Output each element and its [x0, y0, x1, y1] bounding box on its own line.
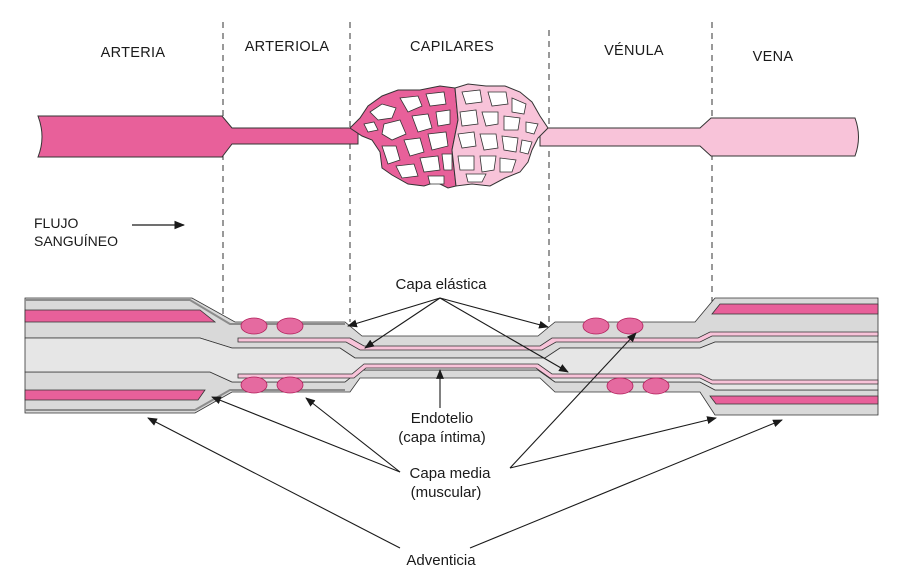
elastic-arrow-4 — [439, 297, 569, 373]
vein-media-lower — [709, 395, 879, 405]
vein-media-upper — [711, 303, 879, 315]
muscle-cell — [276, 317, 304, 335]
label-capa-media: Capa media — [409, 465, 491, 482]
muscle-cell — [582, 317, 610, 335]
muscle-cell — [606, 377, 634, 395]
artery-media-lower — [24, 389, 206, 401]
media-arrow-4 — [509, 416, 717, 469]
media-arrow-2 — [305, 397, 401, 473]
endothelium-lower — [237, 363, 879, 385]
adventitia-arrow-1 — [147, 417, 401, 549]
media-arrow-3 — [509, 332, 637, 469]
muscle-cell — [240, 376, 268, 394]
section-label-arteriola: ARTERIOLA — [244, 39, 330, 55]
section-label-arteria: ARTERIA — [100, 45, 166, 61]
section-label-venula: VÉNULA — [604, 43, 664, 59]
label-capa-elastica: Capa elástica — [395, 276, 487, 293]
elastic-arrow-1 — [347, 297, 441, 328]
elastic-arrow-2 — [364, 297, 441, 349]
top-vessel — [37, 115, 859, 158]
flow-label-line2: SANGUÍNEO — [34, 233, 119, 249]
capillary-holes-arterial — [363, 91, 453, 185]
label-capa-intima: (capa íntima) — [398, 429, 486, 446]
label-adventicia: Adventicia — [406, 552, 476, 569]
endothelium-upper — [237, 331, 879, 351]
label-endotelio: Endotelio — [410, 410, 474, 427]
muscle-cell — [642, 377, 670, 395]
muscle-cell — [616, 317, 644, 335]
flow-label-line1: FLUJO — [34, 215, 79, 231]
muscle-cell — [276, 376, 304, 394]
artery-media-upper — [24, 309, 217, 323]
adventitia-arrow-2 — [469, 419, 783, 549]
section-label-capilares: CAPILARES — [409, 39, 495, 55]
capillary-holes-venous — [457, 89, 539, 183]
elastic-arrow-3 — [439, 297, 549, 329]
annotation-arrows — [147, 297, 783, 549]
capillary-bed — [349, 83, 549, 189]
artery-segment — [37, 115, 359, 158]
section-dividers — [222, 22, 713, 322]
layered-vessel — [24, 297, 879, 416]
media-arrow-1 — [211, 396, 401, 473]
vein-segment — [539, 117, 859, 157]
section-label-vena: VENA — [752, 49, 794, 65]
muscle-cells — [240, 317, 670, 395]
label-muscular: (muscular) — [410, 484, 482, 501]
muscle-cell — [240, 317, 268, 335]
